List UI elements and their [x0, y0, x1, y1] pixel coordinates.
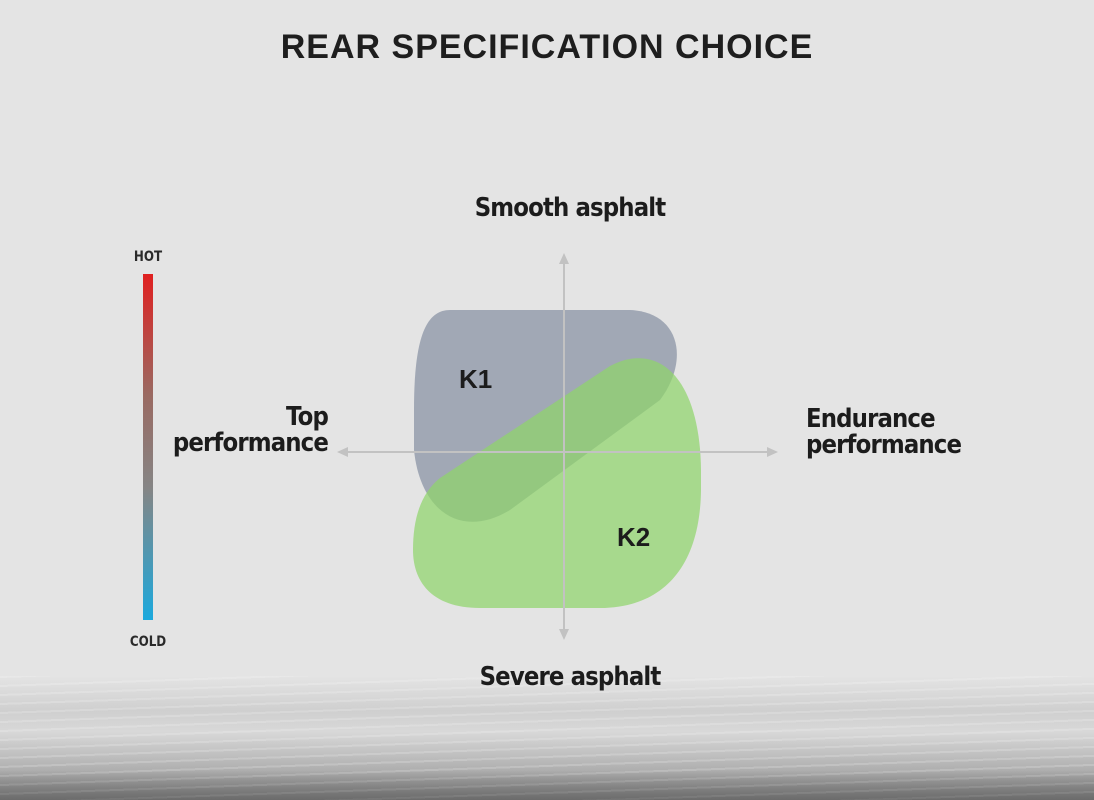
arrow-up-icon [559, 253, 569, 264]
k1-label: K1 [459, 364, 492, 395]
axis-label-right-line1: Endurance [806, 406, 1017, 432]
arrow-left-icon [337, 447, 348, 457]
axis-label-top: Smooth asphalt [447, 195, 693, 221]
axis-label-right-line2: performance [806, 432, 1017, 458]
axis-label-bottom: Severe asphalt [447, 664, 693, 690]
axis-label-right: Endurance performance [806, 406, 1017, 458]
k2-label: K2 [617, 522, 650, 553]
axis-label-left-line1: Top [119, 404, 328, 430]
axis-label-left-line2: performance [119, 430, 328, 456]
axis-label-left: Top performance [119, 404, 328, 456]
arrow-right-icon [767, 447, 778, 457]
arrow-down-icon [559, 629, 569, 640]
